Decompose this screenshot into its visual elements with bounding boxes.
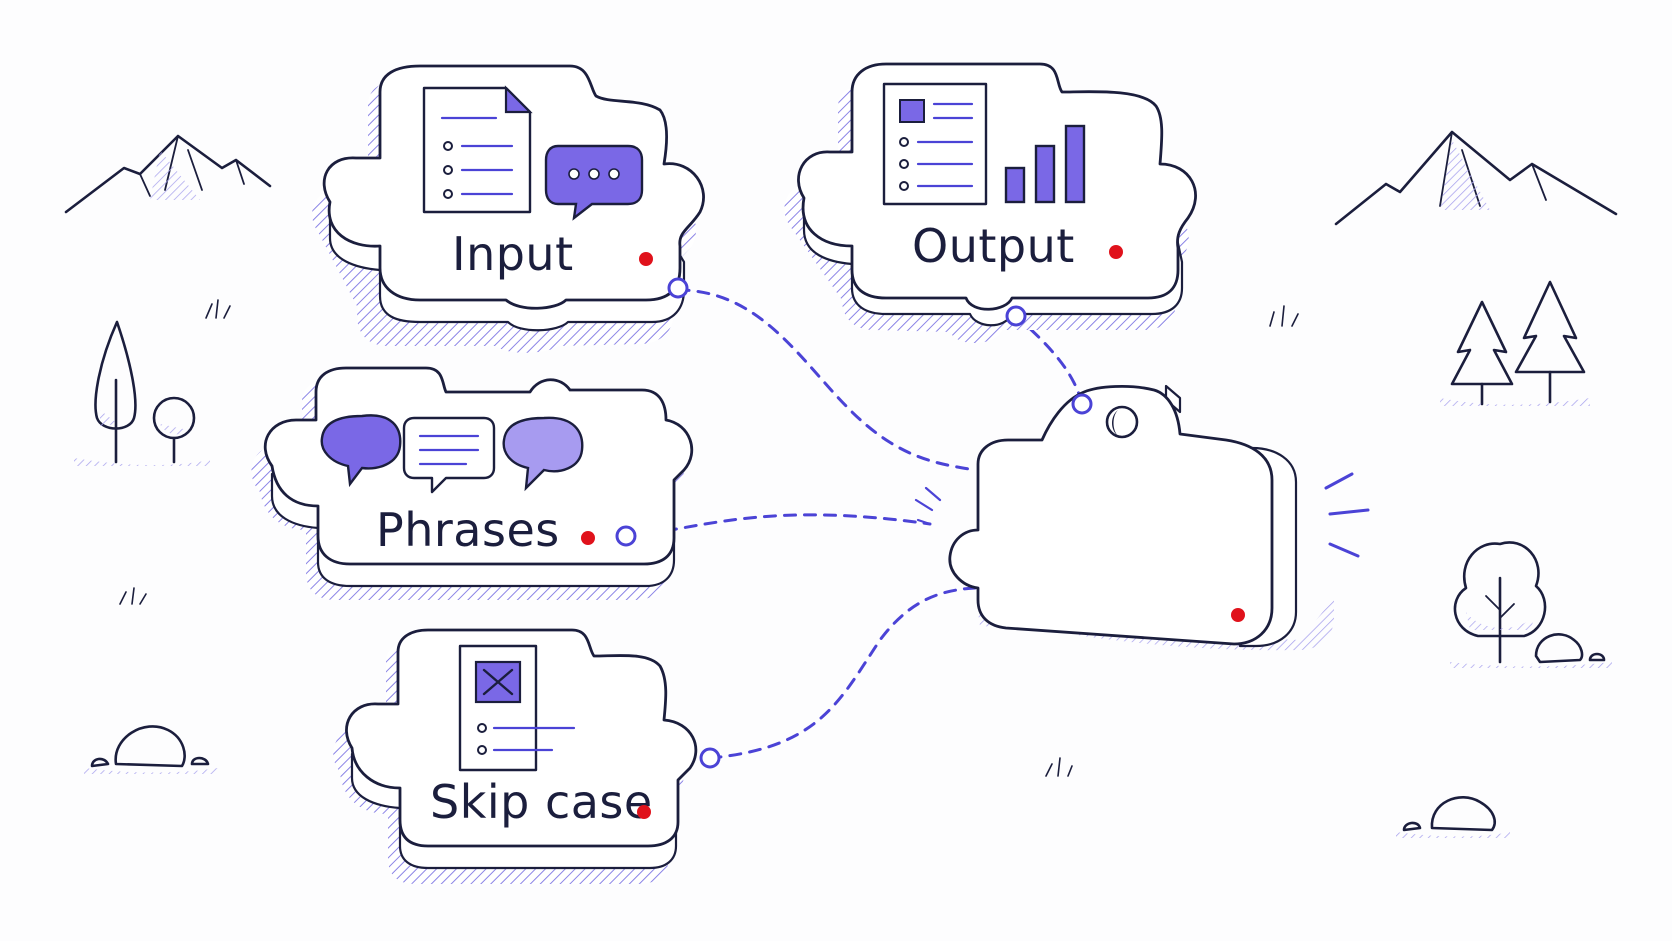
chat-bubble-icon	[544, 144, 644, 221]
piece-input-label: Input	[452, 227, 574, 281]
grass-tuft	[1045, 757, 1073, 777]
mountains-left-icon	[64, 134, 272, 214]
wire-input-to-hub	[676, 288, 977, 472]
crossed-document-icon	[458, 644, 576, 772]
piece-skip-case-port[interactable]	[699, 747, 721, 769]
pine-trees-right-icon	[1440, 280, 1590, 406]
piece-output[interactable]: Output	[784, 62, 1197, 344]
piece-skip-case-label: Skip case	[430, 775, 653, 829]
piece-hub-port[interactable]	[1071, 393, 1093, 415]
grass-tuft	[119, 587, 147, 605]
scenery	[64, 130, 1618, 838]
piece-input-port[interactable]	[667, 277, 689, 299]
text-bubble-icon	[402, 416, 496, 494]
status-dot	[1109, 245, 1123, 259]
piece-input[interactable]: Input	[312, 64, 705, 353]
piece-output-port[interactable]	[1005, 305, 1027, 327]
bar-chart-icon	[1004, 124, 1086, 204]
tree-tall-left-icon	[94, 320, 137, 464]
grass-tuft	[205, 299, 231, 319]
status-dot	[639, 252, 653, 266]
piece-phrases-label: Phrases	[376, 503, 560, 557]
document-icon	[422, 85, 533, 214]
rock-right-icon	[1450, 633, 1612, 668]
mountains-right-icon	[1334, 130, 1618, 226]
piece-output-label: Output	[912, 219, 1075, 273]
piece-phrases[interactable]: Phrases	[251, 366, 694, 600]
status-dot	[637, 805, 651, 819]
piece-phrases-port[interactable]	[615, 525, 637, 547]
piece-hub-body	[948, 384, 1274, 646]
tree-small-left-icon	[152, 396, 196, 464]
piece-skip-case[interactable]: Skip case	[333, 628, 721, 884]
hub-knob-icon	[1105, 405, 1139, 439]
status-dot	[1231, 608, 1245, 622]
report-icon	[882, 82, 988, 206]
status-dot	[581, 531, 595, 545]
speech-bubble-icon	[502, 416, 584, 492]
piece-hub[interactable]	[948, 384, 1334, 651]
hub-spark-left	[914, 486, 942, 526]
grass-tuft	[1269, 305, 1299, 327]
hub-spark-right-icon	[1324, 472, 1370, 558]
rock-left-icon	[84, 725, 218, 774]
round-tree-right-icon	[1453, 541, 1547, 664]
rock-bottom-right-icon	[1396, 796, 1510, 838]
wire-skip-to-hub	[708, 586, 977, 760]
speech-bubble-icon	[320, 414, 402, 488]
